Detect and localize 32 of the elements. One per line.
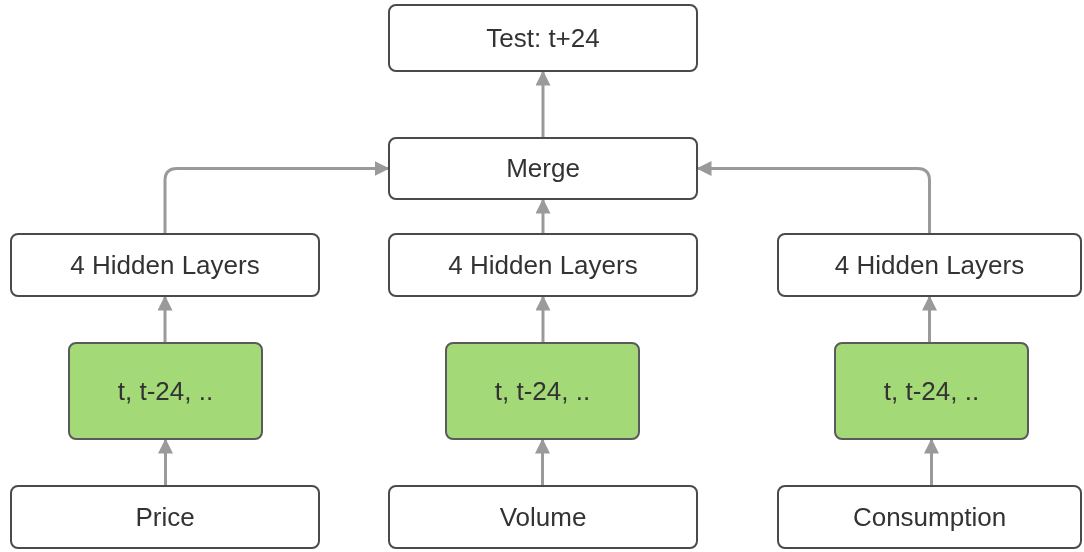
node-label: t, t-24, .. (117, 375, 214, 407)
arrow (157, 295, 173, 342)
node-label: 4 Hidden Layers (834, 249, 1025, 281)
node-label: Price (135, 501, 195, 533)
node-label: Test: t+24 (486, 22, 600, 54)
node-label: Consumption (852, 501, 1007, 533)
arrow (535, 438, 550, 485)
process-box (777, 485, 1082, 549)
process-box (388, 4, 698, 72)
node-label: 4 Hidden Layers (70, 249, 260, 281)
arrow (535, 295, 551, 342)
input-window-box (445, 342, 640, 440)
arrow (696, 161, 931, 233)
process-box (388, 233, 698, 297)
arrow (922, 295, 937, 342)
input-window-box (834, 342, 1029, 440)
input-window-box (68, 342, 263, 440)
node-label: Merge (506, 153, 580, 184)
arrow (924, 438, 939, 485)
node-label: Volume (499, 501, 587, 533)
arrow (535, 198, 551, 233)
process-box (388, 137, 698, 200)
node-label: 4 Hidden Layers (448, 249, 638, 281)
process-box (388, 485, 698, 549)
process-box (10, 485, 320, 549)
process-box (10, 233, 320, 297)
node-label: t, t-24, .. (883, 375, 980, 407)
node-label: t, t-24, .. (494, 375, 591, 407)
arrow (535, 70, 551, 137)
arrow (163, 161, 390, 233)
process-box (777, 233, 1082, 297)
arrow (158, 438, 173, 485)
